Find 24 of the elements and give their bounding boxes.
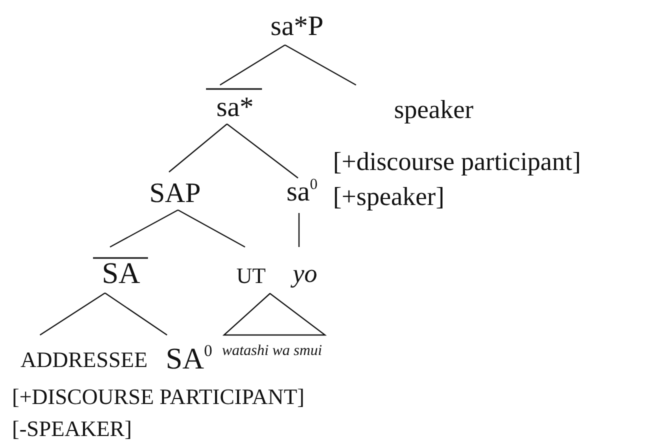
tree-branch-line: [104, 292, 168, 336]
node-label: SA$^{0}$: [160, 335, 218, 380]
node-label: sa*: [205, 85, 265, 124]
node-label: sa$^{0}$: [280, 178, 324, 213]
feature-label: [+speaker]: [333, 181, 446, 213]
node-label: ADDRESSEE: [8, 335, 160, 377]
tree-branch-line: [226, 124, 298, 178]
tree-branch-line: [168, 124, 228, 172]
tree-branch-line: [298, 213, 300, 247]
tree-branch-line: [40, 292, 106, 336]
tree-branch-line: [178, 209, 246, 248]
tree-branch-line: [110, 209, 178, 248]
node-label: UT: [230, 247, 272, 293]
tree-branch-line: [220, 44, 286, 86]
node-label: SAP: [145, 172, 205, 210]
node-label: speaker: [394, 94, 474, 126]
feature-label: [-SPEAKER]: [12, 418, 132, 440]
node-label: SA: [90, 247, 152, 293]
node-label: watashi wa smui: [222, 344, 322, 359]
node-label: sa*P: [255, 8, 339, 45]
feature-label: [+discourse participant]: [333, 146, 582, 178]
feature-label: [+DISCOURSE PARTICIPANT]: [12, 386, 304, 408]
tree-branch-line: [284, 44, 356, 86]
node-label: yo: [285, 247, 325, 293]
